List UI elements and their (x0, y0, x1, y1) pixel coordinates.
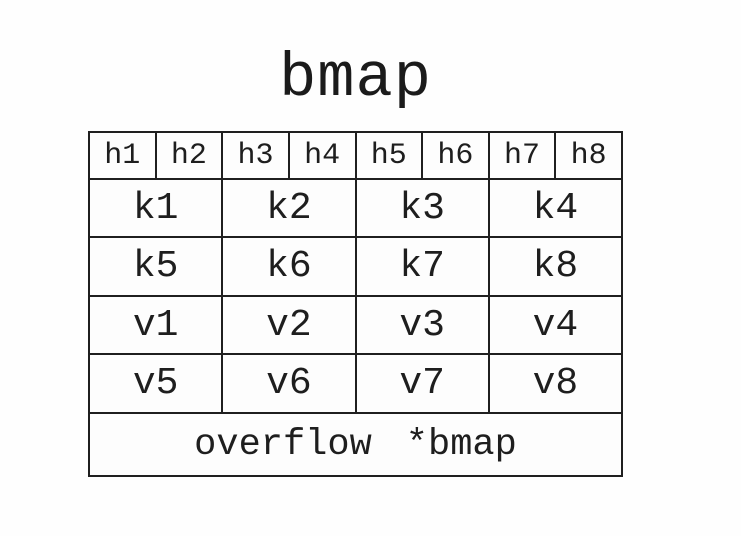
value-cell: v1 (90, 297, 224, 353)
key-cell: k7 (357, 238, 490, 295)
key-cell: k3 (357, 180, 490, 236)
overflow-field-label: overflow (194, 423, 372, 466)
values-row-1: v1 v2 v3 v4 (90, 297, 621, 355)
key-cell: k6 (223, 238, 357, 295)
overflow-row: overflow *bmap (90, 414, 621, 475)
key-cell: k5 (90, 238, 224, 295)
key-cell: k8 (532, 245, 579, 288)
tophash-cell: h5 (357, 133, 424, 178)
value-cell: v7 (357, 355, 490, 412)
key-cell: k4 (532, 186, 579, 230)
tophash-cell: h7 (490, 133, 557, 178)
value-cell: v6 (223, 355, 357, 412)
value-cell: v2 (223, 297, 357, 353)
tophash-cell: h4 (290, 133, 357, 178)
value-cell: v3 (357, 297, 490, 353)
keys-row-1: k1 k2 k3 k4 (90, 180, 621, 238)
value-cell: v8 (532, 362, 579, 405)
bmap-struct-table: h1 h2 h3 h4 h5 h6 h7 h8 k1 k2 k3 k4 k5 k… (88, 131, 623, 477)
value-cell: v5 (90, 355, 224, 412)
key-cell: k1 (90, 180, 224, 236)
tophash-cell: h2 (157, 133, 224, 178)
key-cell: k2 (223, 180, 357, 236)
keys-row-2: k5 k6 k7 k8 (90, 238, 621, 297)
tophash-cell: h8 (570, 138, 607, 173)
diagram-title: bmap (279, 43, 432, 114)
values-row-2: v5 v6 v7 v8 (90, 355, 621, 414)
tophash-cell: h1 (90, 133, 157, 178)
tophash-row: h1 h2 h3 h4 h5 h6 h7 h8 (90, 133, 621, 180)
tophash-cell: h6 (423, 133, 490, 178)
value-cell: v4 (532, 303, 579, 347)
tophash-cell: h3 (223, 133, 290, 178)
overflow-type-label: *bmap (405, 423, 517, 466)
